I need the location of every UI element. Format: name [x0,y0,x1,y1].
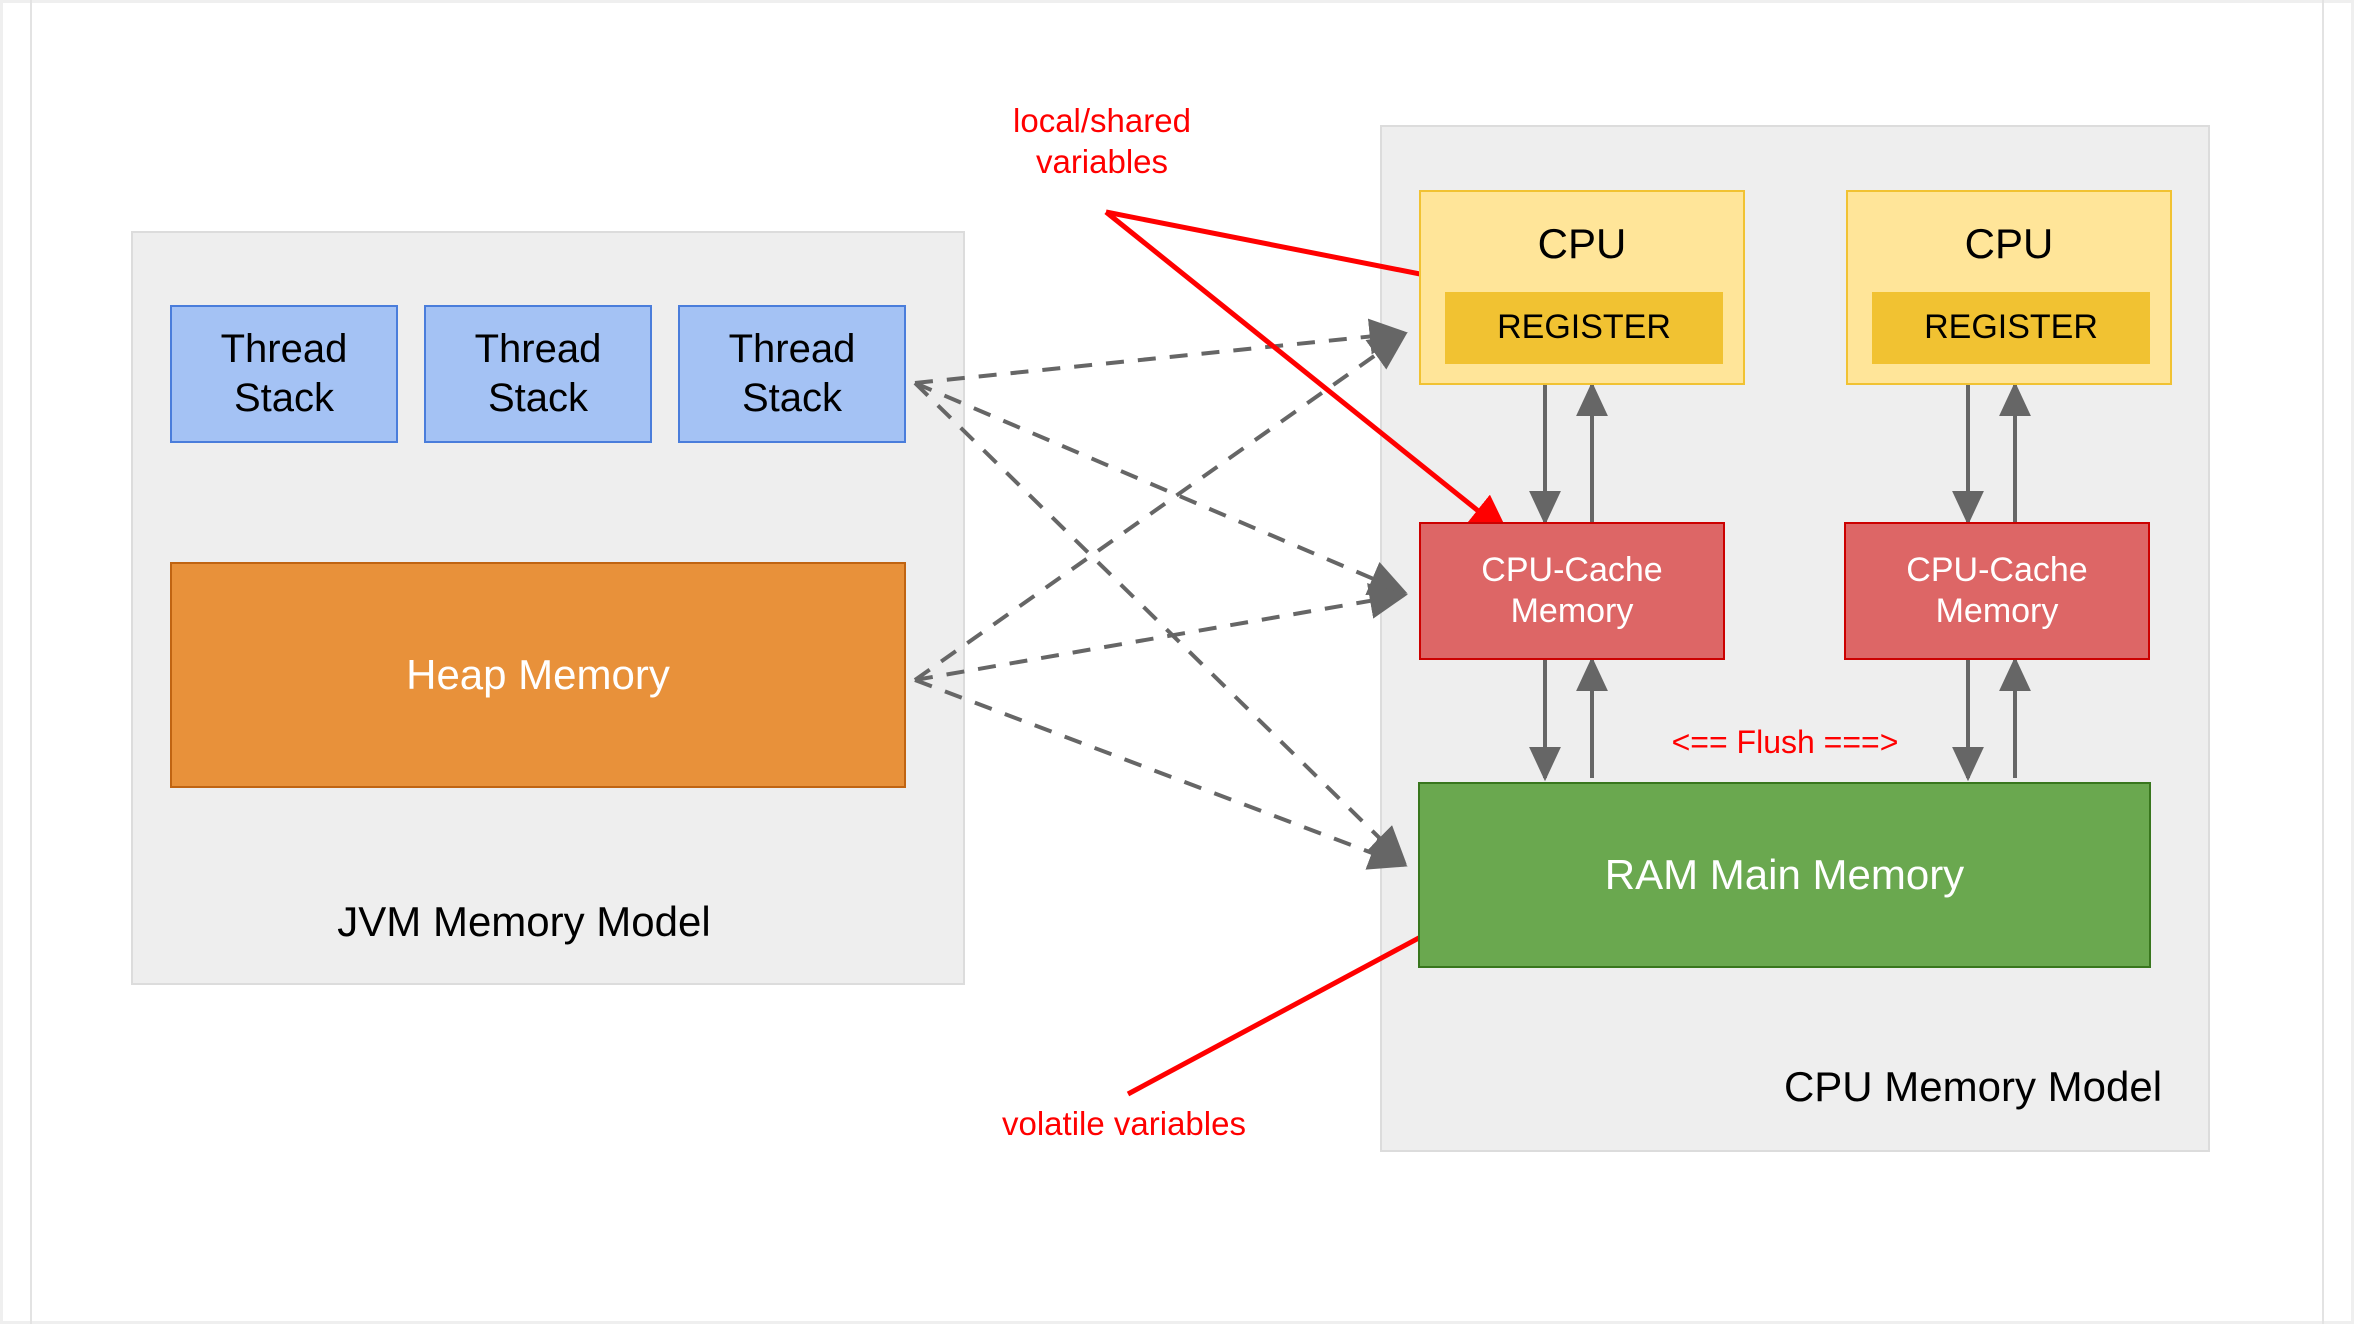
thread-stack-box-2[interactable]: Thread Stack [424,305,652,443]
cpu-title-1: CPU [1537,220,1627,267]
register-box-1[interactable]: REGISTER [1445,292,1723,364]
flush-label: <== Flush ===> [1671,724,1899,760]
register-box-2[interactable]: REGISTER [1872,292,2150,364]
cpu-cache-box-1[interactable]: CPU-Cache Memory [1419,522,1725,660]
cpu-box-2[interactable]: CPU REGISTER [1846,190,2172,385]
volatile-variables-label: volatile variables [1002,1105,1246,1142]
thread-stack-box-3[interactable]: Thread Stack [678,305,906,443]
heap-memory-box[interactable]: Heap Memory [170,562,906,788]
page-edge-right [2322,0,2324,1324]
ram-main-memory-box[interactable]: RAM Main Memory [1418,782,2151,968]
thread-stack-box-1[interactable]: Thread Stack [170,305,398,443]
local-shared-variables-label: local/shared variables [1013,102,1191,181]
cpu-memory-model-label: CPU Memory Model [1783,1063,2163,1110]
cpu-title-2: CPU [1964,220,2054,267]
cpu-box-1[interactable]: CPU REGISTER [1419,190,1745,385]
cpu-cache-box-2[interactable]: CPU-Cache Memory [1844,522,2150,660]
jvm-memory-model-label: JVM Memory Model [337,898,711,945]
page-edge-left [30,0,32,1324]
